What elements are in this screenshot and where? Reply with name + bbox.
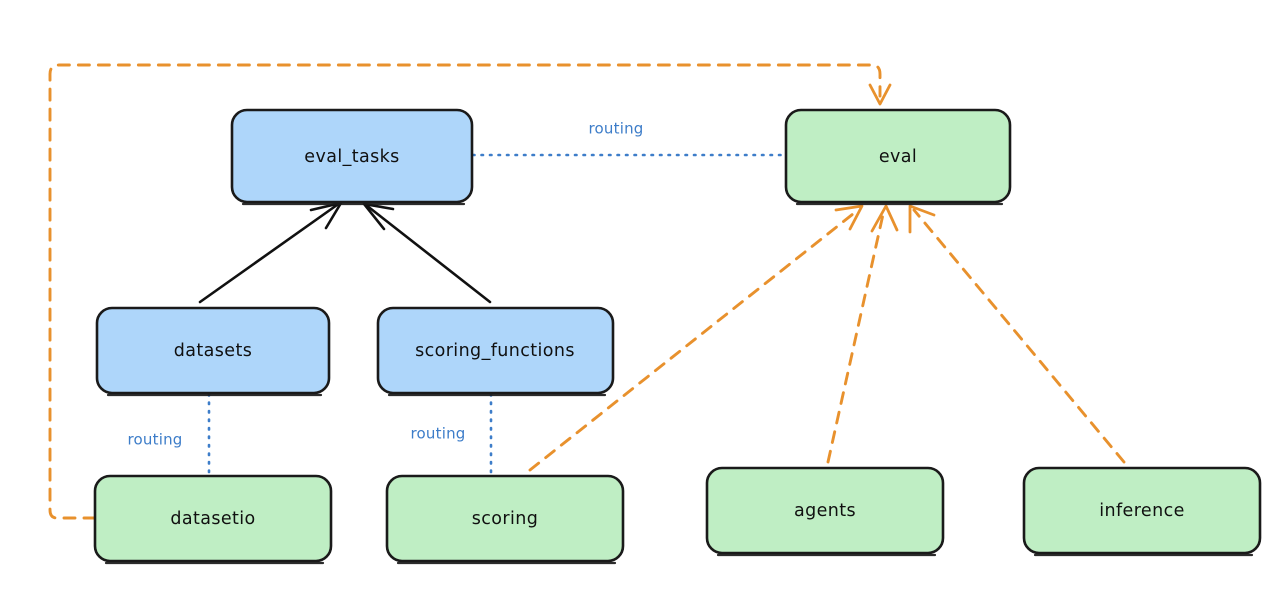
edge-scoring-to-eval (528, 204, 864, 472)
arrowhead-datasetio-to-eval (868, 83, 892, 106)
arrowhead-scoring-functions-to-eval-tasks (362, 202, 395, 231)
edge-datasets-to-eval-tasks-line (198, 203, 339, 304)
node-datasetio-box[interactable] (93, 474, 333, 563)
node-datasets-label: datasets (174, 341, 252, 361)
node-scoring-functions[interactable]: scoring_functions (376, 306, 615, 397)
edge-inference-to-eval (908, 204, 1126, 464)
node-datasets-box[interactable] (95, 306, 331, 395)
edge-datasets-to-eval-tasks (198, 201, 343, 304)
edge-datasetio-to-eval (48, 63, 892, 520)
node-eval-label: eval (879, 147, 917, 167)
node-scoring-box[interactable] (385, 474, 625, 563)
node-datasets[interactable]: datasets (95, 306, 331, 397)
node-inference[interactable]: inference (1022, 466, 1262, 557)
node-inference-box[interactable] (1022, 466, 1262, 555)
node-eval-tasks[interactable]: eval_tasks (230, 108, 474, 206)
edge-label-routing-eval-tasks-eval: routing (589, 120, 644, 138)
edge-agents-to-eval (826, 204, 899, 464)
node-eval[interactable]: eval (784, 108, 1012, 206)
node-inference-label: inference (1099, 501, 1185, 521)
edge-label-routing-scoring-functions-scoring: routing (411, 425, 466, 443)
node-agents[interactable]: agents (705, 466, 945, 557)
arrowhead-inference-to-eval (908, 204, 936, 234)
node-scoring-label: scoring (472, 509, 539, 529)
node-datasetio-label: datasetio (170, 509, 255, 529)
edge-datasetio-to-eval-line (48, 63, 882, 520)
edge-scoring-functions-to-eval-tasks (362, 202, 492, 304)
arrowhead-agents-to-eval (870, 204, 899, 233)
edge-label-routing-datasets-datasetio: routing (128, 431, 183, 449)
node-datasetio[interactable]: datasetio (93, 474, 333, 565)
arrowhead-scoring-to-eval (834, 204, 864, 231)
edge-scoring-to-eval-line (528, 208, 860, 472)
edge-inference-to-eval-line (912, 208, 1126, 464)
node-scoring-functions-label: scoring_functions (415, 341, 575, 361)
node-agents-box[interactable] (705, 466, 945, 555)
node-scoring[interactable]: scoring (385, 474, 625, 565)
node-scoring-functions-box[interactable] (376, 306, 615, 395)
node-agents-label: agents (794, 501, 856, 521)
node-eval-tasks-label: eval_tasks (304, 147, 399, 167)
edge-agents-to-eval-line (826, 208, 886, 464)
node-eval-tasks-box[interactable] (230, 108, 474, 204)
node-eval-box[interactable] (784, 108, 1012, 204)
edge-scoring-functions-to-eval-tasks-line (364, 203, 492, 304)
